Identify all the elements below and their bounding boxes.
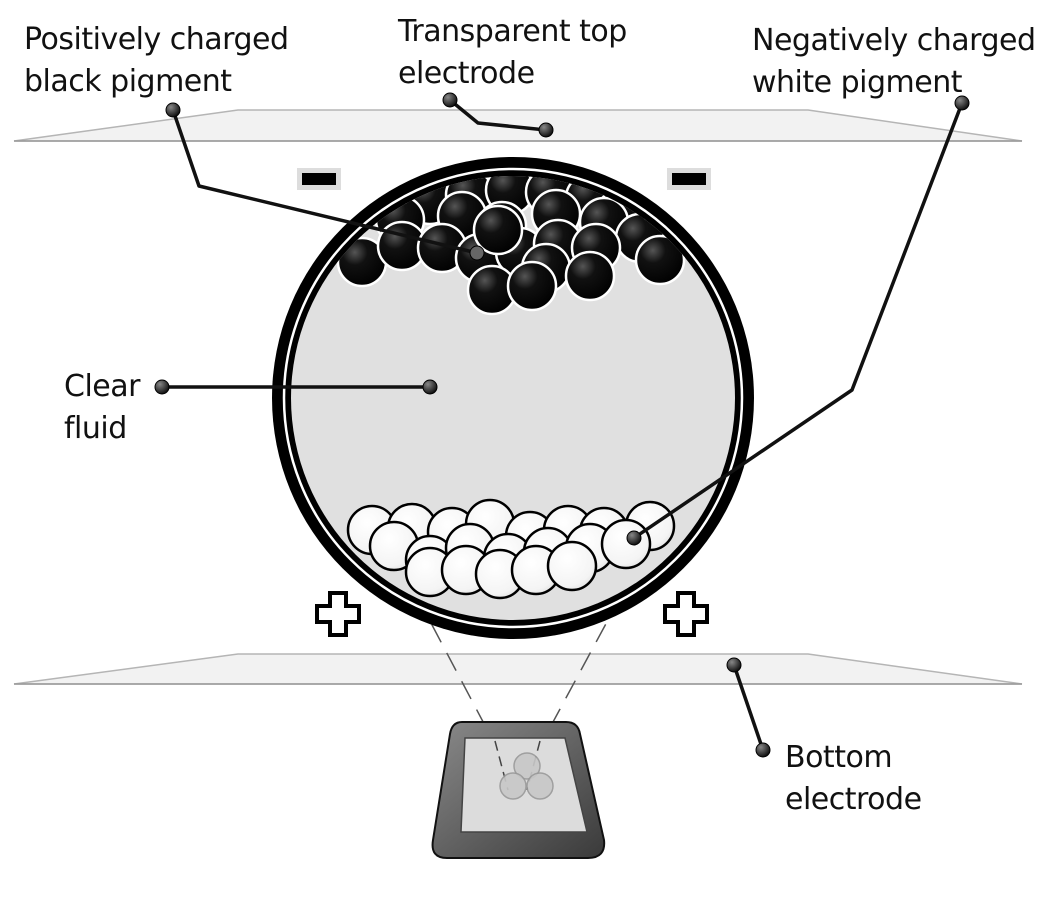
leader-dots — [154, 92, 970, 758]
dot-clear-fluid-label — [154, 379, 170, 395]
leader-black-pigment — [171, 109, 478, 255]
leader-lines — [162, 98, 964, 751]
leader-top-electrode — [448, 98, 547, 132]
dot-clear-fluid-target — [422, 379, 438, 395]
black-pigment-particle — [564, 250, 616, 302]
label-white-pigment: Negatively charged white pigment — [752, 23, 1036, 100]
minus-sign-right — [667, 168, 711, 190]
label-bottom-electrode: Bottom electrode — [785, 740, 922, 817]
black-pigment-particle — [472, 204, 524, 256]
bottom-electrode — [13, 653, 1023, 685]
dot-bottom-electrode-target — [726, 657, 742, 673]
plus-sign-right — [663, 591, 709, 637]
dot-top-electrode-target — [538, 122, 554, 138]
label-top-electrode: Transparent top electrode — [398, 14, 627, 91]
plus-sign-left — [315, 591, 361, 637]
dot-white-pigment-target — [626, 530, 642, 546]
label-clear-fluid: Clear fluid — [64, 369, 140, 446]
label-black-pigment: Positively charged black pigment — [24, 22, 289, 99]
white-pigment-particles — [346, 498, 676, 600]
minus-sign-left — [297, 168, 341, 190]
dot-white-pigment-label — [954, 95, 970, 111]
dot-top-electrode-label — [442, 92, 458, 108]
black-pigment-particle — [506, 260, 558, 312]
e-reader-device — [431, 721, 606, 859]
dot-black-pigment-label — [165, 102, 181, 118]
black-pigment-particle — [634, 234, 686, 286]
white-pigment-particle — [600, 518, 652, 570]
dot-bottom-electrode-label — [755, 742, 771, 758]
dot-black-pigment-target — [469, 245, 485, 261]
leader-white-pigment — [633, 102, 964, 540]
leader-bottom-electrode — [732, 664, 765, 751]
white-pigment-particle — [546, 540, 598, 592]
